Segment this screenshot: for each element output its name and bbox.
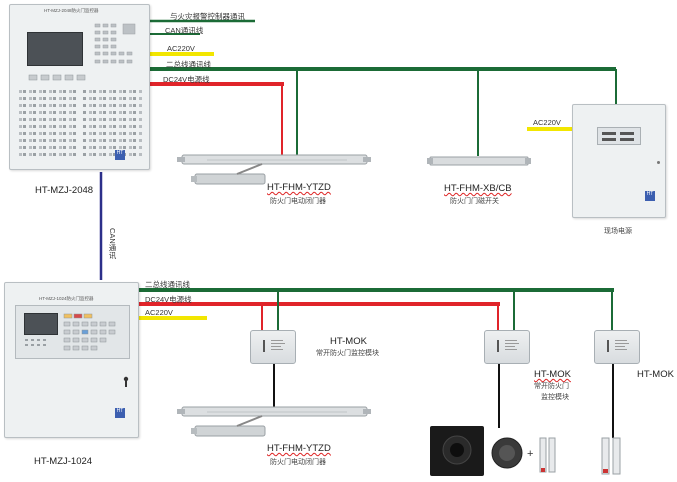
- twobus-label-top: 二总线通讯线: [166, 60, 211, 69]
- controller-2048-screen: [27, 32, 83, 66]
- door-magnet-switch: [427, 154, 531, 168]
- can-vertical-label: CAN通讯: [108, 228, 117, 259]
- module-2-text: [505, 339, 523, 353]
- controller-1024-front: [15, 305, 130, 359]
- door-magnet-switch-desc: 防火门门磁开关: [450, 198, 499, 205]
- module-2-model: HT-MOK: [534, 369, 571, 380]
- controller-1024-model: HT-MZJ-1024: [34, 456, 93, 467]
- twobus-label-bottom: 二总线通讯线: [145, 280, 190, 289]
- power-supply-display: [597, 127, 641, 145]
- controller-2048-header: HT-MZJ-2048防火门监控器: [44, 8, 99, 13]
- door-closer-top: [177, 152, 377, 194]
- door-closer-bottom-model: HT-FHM-YTZD: [267, 443, 331, 454]
- controller-1024: HT-MZJ-1024防火门监控器 HT: [4, 282, 139, 438]
- dc-label-bottom: DC24V电源线: [145, 295, 192, 304]
- field-power-supply: HT: [572, 104, 666, 218]
- module-2-desc-line2: 监控模块: [541, 394, 569, 401]
- module-1-desc: 常开防火门监控模块: [316, 350, 379, 357]
- power-supply-indicator: [657, 161, 660, 164]
- controller-1024-screen: [24, 313, 58, 335]
- controller-1024-indicator-strip: [24, 338, 56, 352]
- controller-1024-keypad: [62, 312, 126, 354]
- power-supply-caption: 现场电源: [604, 228, 632, 235]
- door-contact-pair-1: [538, 436, 558, 474]
- door-closer-bottom: [177, 404, 377, 446]
- power-supply-ac-label: AC220V: [533, 118, 561, 127]
- controller-2048-led-grid: [18, 89, 143, 159]
- module-3-text: [615, 339, 633, 353]
- electromagnetic-holder-armature: [490, 436, 524, 470]
- door-contact-pair-2: [600, 436, 624, 476]
- module-1-model: HT-MOK: [330, 336, 367, 347]
- alarm-link-label: 与火灾报警控制器通讯: [170, 12, 245, 21]
- controller-1024-logo: HT: [115, 408, 125, 418]
- ac-label-top: AC220V: [167, 44, 195, 53]
- door-closer-top-desc: 防火门电动闭门器: [270, 198, 326, 205]
- door-closer-top-model: HT-FHM-YTZD: [267, 182, 331, 193]
- power-supply-logo: HT: [645, 191, 655, 201]
- module-3-slot: [607, 340, 609, 352]
- controller-1024-header: HT-MZJ-1024防火门监控器: [39, 296, 94, 301]
- can-label-top: CAN通讯线: [165, 26, 204, 35]
- controller-2048-keypad: [93, 22, 141, 72]
- module-3-model: HT-MOK: [637, 369, 674, 380]
- module-1-slot: [263, 340, 265, 352]
- plus-sign: +: [527, 448, 534, 460]
- module-2-slot: [497, 340, 499, 352]
- controller-2048-logo: HT: [115, 150, 125, 160]
- dc-label-top: DC24V电源线: [163, 75, 210, 84]
- module-hot-mok-1: [250, 330, 296, 364]
- controller-2048: HT-MZJ-2048防火门监控器: [9, 4, 150, 170]
- module-2-desc-line1: 常开防火门: [534, 383, 569, 390]
- module-hot-mok-2: [484, 330, 530, 364]
- electromagnetic-holder-base: [430, 426, 484, 476]
- door-closer-bottom-desc: 防火门电动闭门器: [270, 459, 326, 466]
- module-1-text: [271, 339, 289, 353]
- controller-2048-soft-keys: [28, 69, 88, 81]
- module-hot-mok-3: [594, 330, 640, 364]
- controller-2048-model: HT-MZJ-2048: [35, 185, 94, 196]
- door-magnet-switch-model: HT-FHM-XB/CB: [444, 183, 512, 194]
- controller-1024-key-lock: [123, 375, 129, 387]
- ac-label-bottom: AC220V: [145, 308, 173, 317]
